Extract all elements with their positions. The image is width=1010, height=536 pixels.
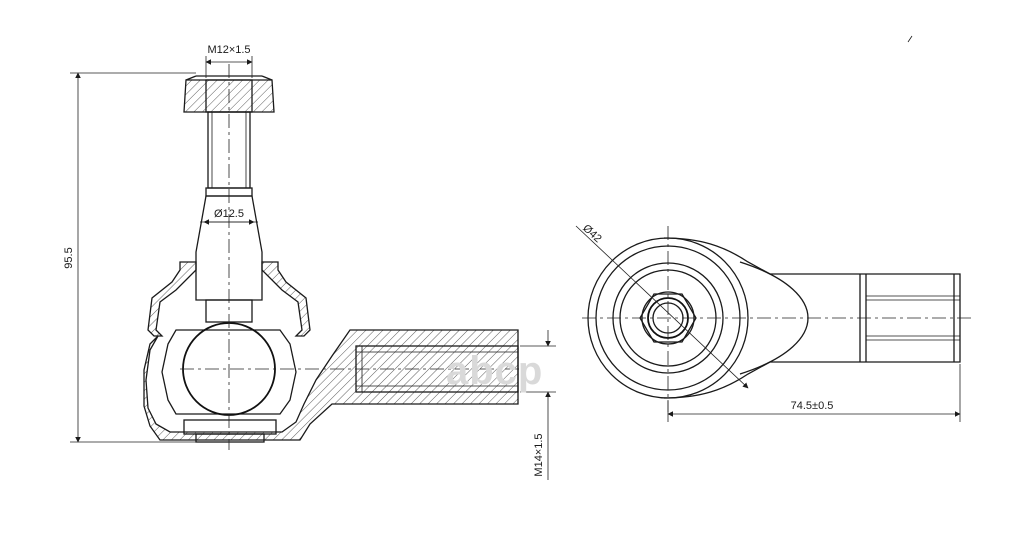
- dim-thread-top: M12×1.5: [207, 44, 250, 56]
- housing: [143, 329, 519, 441]
- svg-text:abcp: abcp: [446, 349, 543, 393]
- dim-hole-diameter: Ø42: [580, 222, 603, 245]
- top-view: Ø42 74.5±0.5: [575, 222, 975, 422]
- dim-shank-diameter: Ø12.5: [214, 208, 244, 220]
- dim-thread-side: M14×1.5: [533, 433, 545, 476]
- taper-shank: [195, 195, 263, 301]
- dust-boot: [147, 261, 197, 337]
- side-section-view: M12×1.5 Ø12.5 95.5 M14×1.5: [63, 44, 556, 480]
- dim-overall-height: 95.5: [63, 247, 75, 268]
- stray-mark: [907, 35, 913, 43]
- dim-length: 74.5±0.5: [791, 400, 834, 412]
- watermark-logo: abcp: [446, 349, 543, 393]
